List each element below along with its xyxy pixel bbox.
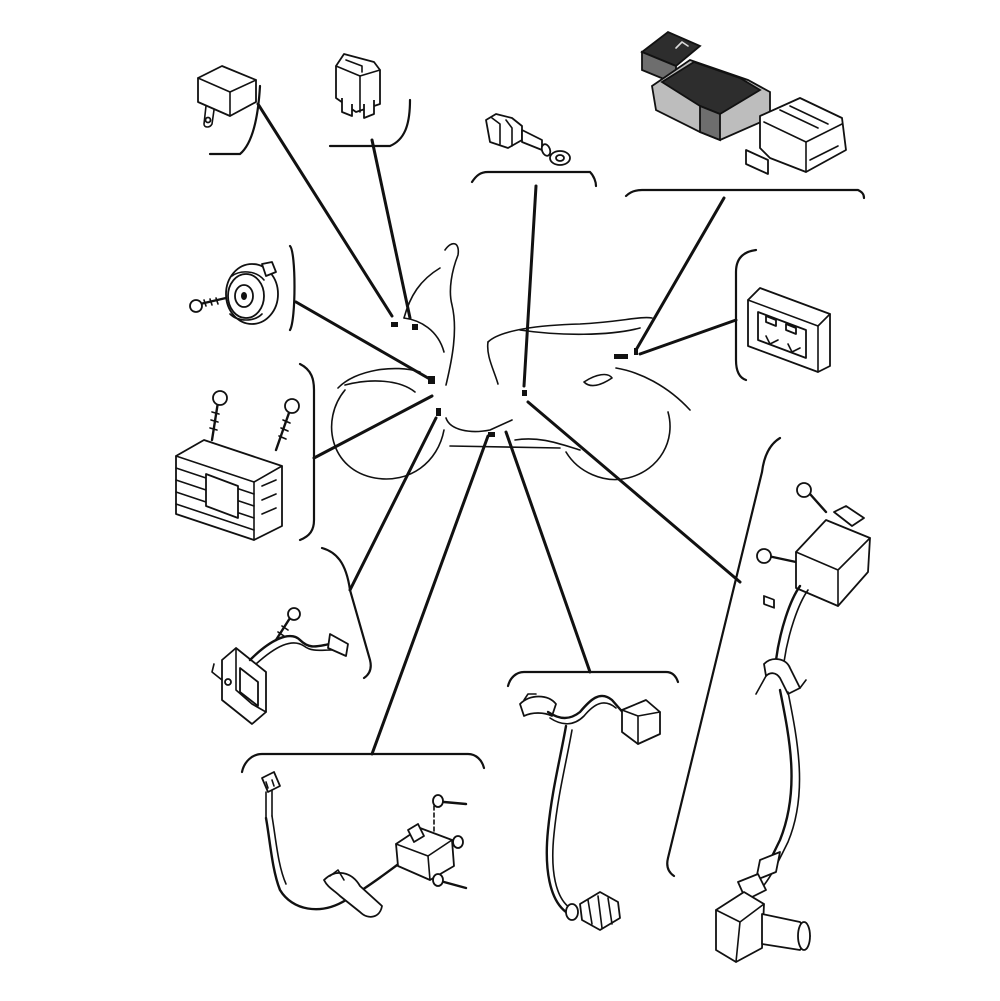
mark-flasher-relay — [391, 322, 398, 327]
rear-cowl — [615, 367, 691, 411]
frame-oil-pressure-sensor — [506, 670, 680, 688]
frame-brake-light-switch — [240, 752, 486, 774]
mark-ecu — [614, 354, 628, 359]
ignition-coil-icon — [715, 482, 871, 963]
windscreen — [444, 242, 460, 386]
panel-frames — [208, 84, 866, 878]
relay-icon — [197, 65, 257, 128]
leader-lines — [256, 102, 742, 756]
switch-icon — [211, 607, 349, 725]
rear-wheel — [565, 411, 671, 481]
taillight — [583, 373, 613, 387]
fuse-box-icon — [747, 287, 831, 609]
frame-starter-relay — [328, 98, 412, 148]
switch-sensor-icon — [485, 113, 571, 166]
sensor-icon — [519, 693, 661, 931]
regulator-icon — [175, 390, 300, 541]
frame-flasher-relay — [208, 84, 262, 156]
ecu-icon — [640, 30, 847, 175]
mark-brake-switch — [488, 432, 495, 437]
front-fender — [337, 367, 421, 389]
engine-baseline — [449, 445, 561, 449]
seat — [487, 316, 653, 343]
frame-neutral-switch — [470, 170, 598, 188]
front-wheel — [330, 389, 445, 480]
mark-starter-relay — [412, 324, 418, 330]
floorboard — [445, 417, 513, 433]
mark-horn — [428, 376, 435, 384]
frame-ignition-coil — [666, 436, 782, 878]
frame-sidestand-switch — [320, 546, 372, 680]
brake-switch-icon — [261, 771, 468, 918]
frame-ecu — [624, 188, 866, 200]
mark-regulator — [436, 408, 441, 416]
horn-icon — [189, 261, 279, 325]
frame-regulator — [298, 362, 316, 542]
frame-horn — [288, 244, 296, 332]
mark-neutral-switch — [522, 390, 527, 396]
frame-fuse-box — [734, 248, 758, 382]
motorcycle-silhouette — [330, 242, 691, 481]
mark-fuse-box — [634, 348, 638, 355]
relay-icon — [335, 53, 381, 119]
